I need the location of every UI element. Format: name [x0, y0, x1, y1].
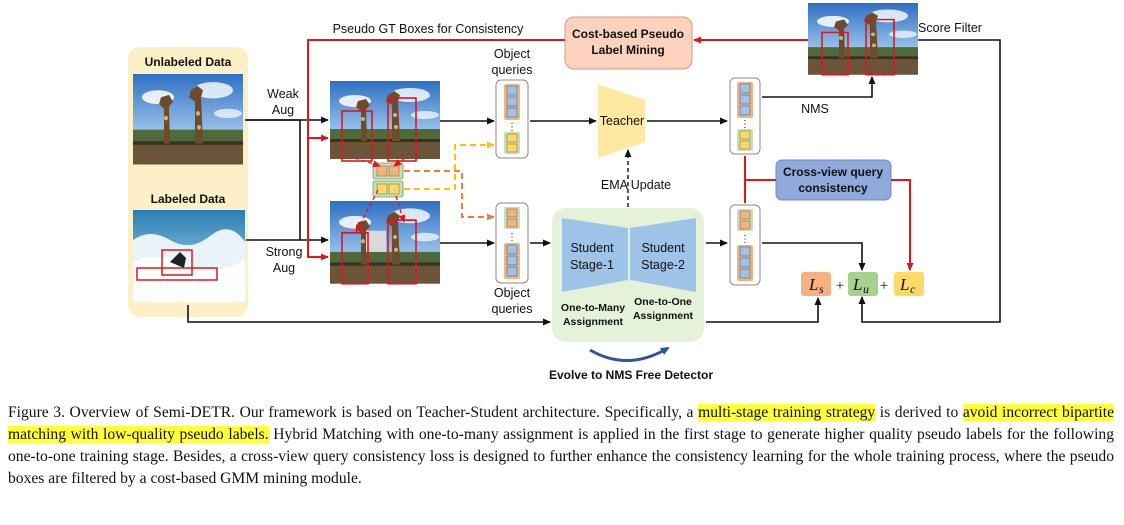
teacher-block	[598, 84, 645, 158]
strong-aug-image	[330, 201, 440, 285]
loss-lc-sub: c	[910, 282, 916, 296]
svg-text:⋮: ⋮	[507, 122, 517, 133]
o2o-label-1: One-to-One	[634, 296, 692, 308]
labeled-to-student-arrow	[187, 305, 551, 326]
svg-text:⋮: ⋮	[740, 119, 750, 130]
cost-mining-box	[564, 16, 693, 70]
crossview-to-lc-arrow	[891, 179, 914, 271]
nms-label: NMS	[801, 102, 829, 116]
labeled-data-label: Labeled Data	[151, 192, 226, 206]
strong-aug-label-2: Aug	[273, 261, 295, 275]
score-filter-label: Score Filter	[918, 21, 982, 35]
unlabeled-image	[133, 74, 243, 165]
orange-query-arrow	[404, 170, 495, 221]
student-stage2-block	[630, 218, 696, 292]
plus-2: +	[880, 278, 888, 294]
box-to-query-links	[354, 157, 406, 233]
labeled-image	[133, 210, 245, 302]
object-queries-bottom: ⋮	[495, 202, 529, 284]
strong-aug-label-1: Strong	[266, 245, 303, 259]
object-queries-top-1: Object	[494, 47, 531, 61]
student-stage1-block	[562, 218, 628, 292]
student-output-to-lu-arrow	[762, 242, 866, 271]
loss-lc-symbol: L	[899, 275, 909, 294]
teacher-label: Teacher	[600, 114, 644, 128]
o2o-label-2: Assignment	[633, 310, 694, 322]
weak-aug-image	[330, 81, 440, 162]
student-to-ls-arrow	[706, 297, 822, 323]
loss-lc-box	[894, 272, 924, 296]
plus-1: +	[836, 278, 844, 294]
cross-view-label-2: consistency	[798, 181, 868, 195]
cost-mining-label-2: Label Mining	[591, 43, 664, 57]
loss-ls-box	[801, 272, 831, 296]
cross-view-label-1: Cross-view query	[783, 165, 883, 179]
nms-arrow	[762, 76, 876, 98]
object-queries-top-2: queries	[492, 63, 533, 77]
evolve-label: Evolve to NMS Free Detector	[549, 368, 713, 382]
strong-aug-arrow	[246, 119, 329, 244]
loss-ls-symbol: L	[808, 275, 818, 294]
svg-text:⋮: ⋮	[740, 234, 750, 245]
unlabeled-data-label: Unlabeled Data	[145, 55, 232, 69]
loss-lu-box	[848, 272, 878, 296]
o2m-label-1: One-to-Many	[561, 302, 625, 314]
teacher-output-queries: ⋮	[729, 77, 761, 155]
pseudo-gt-arrow	[307, 39, 565, 261]
score-filter-image	[808, 3, 918, 76]
student-stage1-label-2: Stage-1	[570, 258, 614, 272]
loss-ls-sub: s	[819, 282, 824, 296]
caption-part-3: Hybrid Matching with one-to-many assignm…	[8, 426, 1114, 487]
semi-detr-diagram: Unlabeled Data Labeled Data Weak Aug Str…	[128, 3, 1001, 382]
cost-mining-label-1: Cost-based Pseudo	[572, 27, 684, 41]
loss-lu-symbol: L	[852, 275, 862, 294]
student-output-queries: ⋮	[729, 204, 761, 286]
pseudo-gt-label: Pseudo GT Boxes for Consistency	[333, 22, 525, 36]
evolve-arrow	[589, 346, 670, 362]
caption-part-1: Figure 3. Overview of Semi-DETR. Our fra…	[8, 404, 699, 421]
object-queries-bottom-1: Object	[494, 286, 531, 300]
loss-lu-sub: u	[863, 282, 869, 296]
o2m-label-2: Assignment	[563, 316, 624, 328]
weak-aug-label-2: Aug	[272, 103, 294, 117]
score-filter-to-lu-arrow	[858, 39, 1001, 323]
weak-aug-label-1: Weak	[267, 87, 299, 101]
yellow-query-arrow	[404, 141, 495, 190]
object-queries-bottom-2: queries	[492, 302, 533, 316]
caption-part-2: is derived to	[875, 404, 963, 421]
object-queries-top: ⋮	[495, 79, 529, 159]
svg-text:⋮: ⋮	[507, 232, 517, 243]
caption-highlight-1: multi-stage training strategy	[698, 404, 876, 421]
ema-update-label: EMA Update	[601, 178, 671, 192]
student-stage2-label-1: Student	[641, 241, 685, 255]
student-stage1-label-1: Student	[570, 241, 614, 255]
figure-caption: Figure 3. Overview of Semi-DETR. Our fra…	[8, 402, 1114, 490]
student-stage2-label-2: Stage-2	[641, 258, 685, 272]
